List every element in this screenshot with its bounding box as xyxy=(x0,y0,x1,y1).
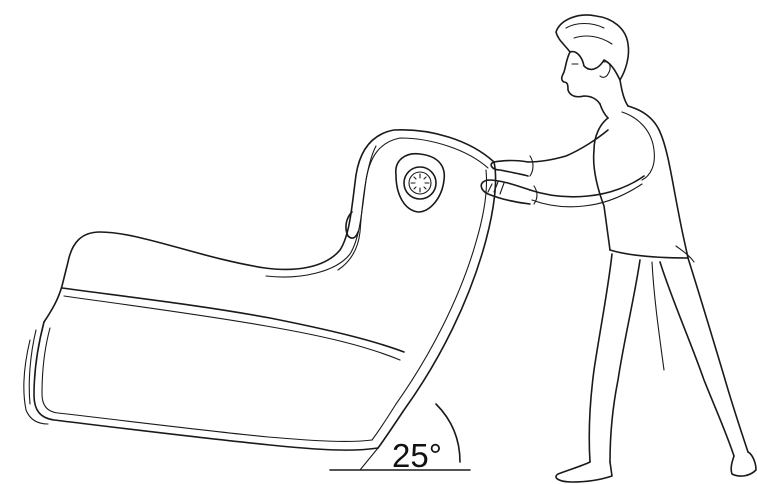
control-panel-ring xyxy=(403,166,437,200)
person-front-arm xyxy=(529,175,645,198)
chair-side-knob xyxy=(345,211,359,239)
person-cuff-front xyxy=(533,185,538,205)
person-front-leg xyxy=(659,261,735,457)
person-hair-strands xyxy=(565,22,613,45)
control-panel-dial xyxy=(408,171,432,195)
person-leg-crease xyxy=(651,261,665,371)
person-hand-front xyxy=(480,179,531,205)
person-tilting-chair xyxy=(480,14,757,483)
chair-front-edge-inner xyxy=(371,169,488,441)
person-front-shoe xyxy=(730,451,757,477)
person-front-leg-outer xyxy=(687,257,749,453)
chair-seat-top xyxy=(61,287,405,353)
person-back-leg-inner xyxy=(609,259,641,463)
person-fingers xyxy=(487,181,505,195)
person-shirt-hem xyxy=(609,249,689,259)
person-neck xyxy=(599,79,629,119)
person-cuff-back xyxy=(529,155,534,177)
control-panel xyxy=(395,152,446,213)
person-pocket xyxy=(675,245,695,263)
chair-seat-top-seam xyxy=(63,295,401,361)
person-back-arm xyxy=(527,129,609,163)
chair-front-edge xyxy=(377,161,497,449)
person-face xyxy=(560,51,601,105)
massage-chair xyxy=(23,128,497,451)
person-hand-top xyxy=(490,159,529,177)
person-ear xyxy=(599,61,611,78)
person-back-leg xyxy=(588,253,613,463)
tilt-angle-indicator xyxy=(329,403,471,471)
person-front-arm-lower xyxy=(531,183,643,208)
control-panel-dial-marks xyxy=(410,173,430,193)
chair-side-panel-line-2 xyxy=(28,329,37,405)
angle-reference-line xyxy=(359,447,379,471)
person-vest-armhole xyxy=(621,111,655,181)
person-back-shoe xyxy=(555,461,613,483)
chair-back-seam xyxy=(337,145,377,271)
person-torso xyxy=(592,105,689,259)
control-panel-housing xyxy=(395,152,446,213)
chair-backrest-outline xyxy=(43,128,495,323)
angle-arc xyxy=(435,403,461,463)
person-hair xyxy=(555,14,630,81)
chair-seat-front-inner xyxy=(41,327,373,442)
chair-side-panel-line xyxy=(23,339,49,425)
chair-seat-front xyxy=(33,321,379,451)
tilt-angle-label: 25° xyxy=(392,437,442,474)
chair-shell-inner-edge xyxy=(265,137,489,278)
